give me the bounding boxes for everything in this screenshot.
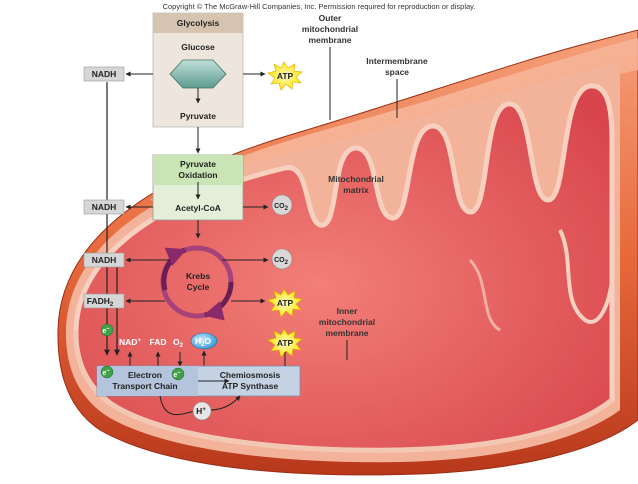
svg-text:membrane: membrane: [309, 35, 352, 45]
nadh-label-1: NADH: [92, 69, 117, 79]
krebs-cycle: Krebs Cycle: [160, 245, 234, 321]
fadh2-label: FADH2: [87, 296, 114, 308]
electron-carriers-row: e– NAD+ FAD O2 H2O: [100, 323, 218, 350]
co2-bubble-1: CO2: [271, 194, 293, 216]
svg-text:e–: e–: [173, 370, 181, 379]
copyright-notice: Copyright © The McGraw-Hill Companies, I…: [163, 2, 476, 11]
mitochondrion: [57, 29, 638, 476]
electron-icon-3: [171, 367, 185, 381]
glycolysis-title: Glycolysis: [177, 18, 220, 28]
nadh-label-3: NADH: [92, 255, 117, 265]
svg-text:Outer: Outer: [319, 13, 342, 23]
pyruvate-label: Pyruvate: [180, 111, 216, 121]
chemiosmosis-label-1: Chemiosmosis: [220, 370, 281, 380]
svg-text:e–: e–: [102, 368, 110, 377]
nadh-label-2: NADH: [92, 202, 117, 212]
atp-label-1: ATP: [277, 71, 294, 81]
pyruvate-oxidation-title-2: Oxidation: [178, 170, 217, 180]
etc-label-1: Electron: [128, 370, 162, 380]
inner-membrane-label: Inner mitochondrial membrane: [319, 306, 375, 360]
h-plus-label: H+: [196, 406, 206, 416]
pyruvate-oxidation-box: Pyruvate Oxidation Acetyl-CoA: [152, 154, 244, 221]
intermembrane-space-label: Intermembrane space: [366, 56, 428, 118]
svg-text:Mitochondrial: Mitochondrial: [328, 174, 384, 184]
atp-burst-2: ATP: [267, 288, 303, 318]
krebs-label-1: Krebs: [186, 271, 210, 281]
fad-label: FAD: [150, 337, 167, 347]
svg-text:mitochondrial: mitochondrial: [319, 317, 375, 327]
co2-label-1: CO2: [274, 203, 289, 212]
atp-burst-1: ATP: [267, 61, 303, 91]
matrix-label: Mitochondrial matrix: [328, 174, 384, 195]
o2-label: O2: [173, 337, 184, 349]
pyruvate-oxidation-title-1: Pyruvate: [180, 159, 216, 169]
proton-bubble: H+: [192, 401, 212, 421]
svg-text:space: space: [385, 67, 409, 77]
co2-label-2: CO2: [274, 257, 289, 266]
krebs-label-2: Cycle: [187, 282, 210, 292]
etc-label-2: Transport Chain: [112, 381, 177, 391]
atp-burst-3: ATP: [267, 328, 303, 358]
atp-label-2: ATP: [277, 298, 294, 308]
nad-label: NAD+: [119, 337, 141, 347]
svg-text:e–: e–: [102, 326, 110, 335]
co2-bubble-2: CO2: [271, 248, 293, 270]
svg-text:Inner: Inner: [337, 306, 358, 316]
acetyl-coa-label: Acetyl-CoA: [175, 203, 221, 213]
electron-icon-2: [100, 365, 114, 379]
electron-icon-1: [100, 323, 114, 337]
h2o-label: H2O: [195, 336, 211, 348]
chemiosmosis-label-2: ATP Synthase: [222, 381, 279, 391]
nadh-column: NADH NADH NADH FADH2: [83, 66, 125, 356]
svg-text:matrix: matrix: [343, 185, 369, 195]
glycolysis-box: Glycolysis Glucose Pyruvate: [152, 12, 244, 128]
svg-text:Intermembrane: Intermembrane: [366, 56, 428, 66]
glucose-label: Glucose: [181, 42, 215, 52]
svg-text:membrane: membrane: [326, 328, 369, 338]
glucose-hexagon-icon: [169, 59, 227, 89]
h2o-bubble: [190, 332, 218, 350]
outer-membrane-label: Outer mitochondrial membrane: [302, 13, 358, 120]
svg-text:mitochondrial: mitochondrial: [302, 24, 358, 34]
atp-label-3: ATP: [277, 338, 294, 348]
